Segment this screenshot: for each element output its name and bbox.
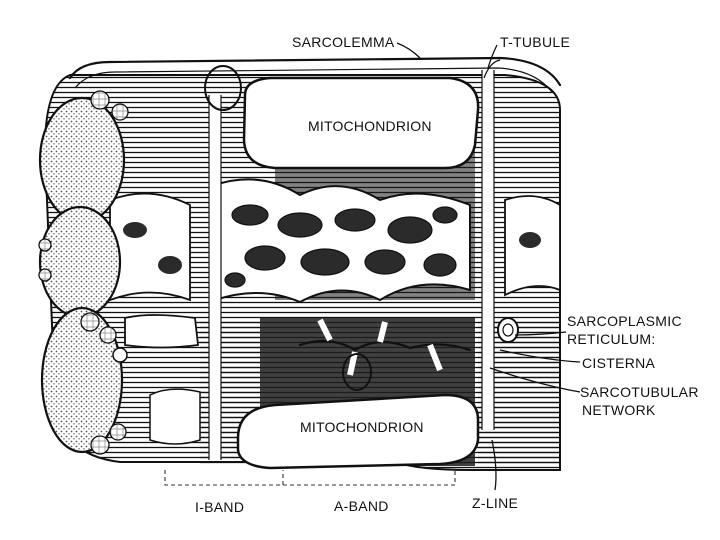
sarcotubular-label-line2: NETWORK xyxy=(582,402,656,418)
myofibril-cross-sections xyxy=(39,91,128,454)
band-brackets xyxy=(165,470,455,485)
mitochondrion-top: MITOCHONDRION xyxy=(244,78,478,168)
t-tubule-label: T-TUBULE xyxy=(500,34,570,50)
mitochondrion-bottom: MITOCHONDRION xyxy=(238,395,478,468)
z-line-label: Z-LINE xyxy=(472,495,518,511)
sarcoplasmic-label-line1: SARCOPLASMIC xyxy=(567,313,682,329)
a-band-label: A-BAND xyxy=(334,498,389,514)
sarcotubular-label-line1: SARCOTUBULAR xyxy=(580,384,699,400)
sarcolemma-label: SARCOLEMMA xyxy=(292,34,395,50)
sarcoplasmic-label-line2: RETICULUM: xyxy=(567,331,656,347)
mitochondrion-bottom-label: MITOCHONDRION xyxy=(300,419,424,435)
i-band-label: I-BAND xyxy=(195,499,244,515)
mitochondrion-top-label: MITOCHONDRION xyxy=(308,118,432,134)
cisterna-label: CISTERNA xyxy=(582,355,656,371)
